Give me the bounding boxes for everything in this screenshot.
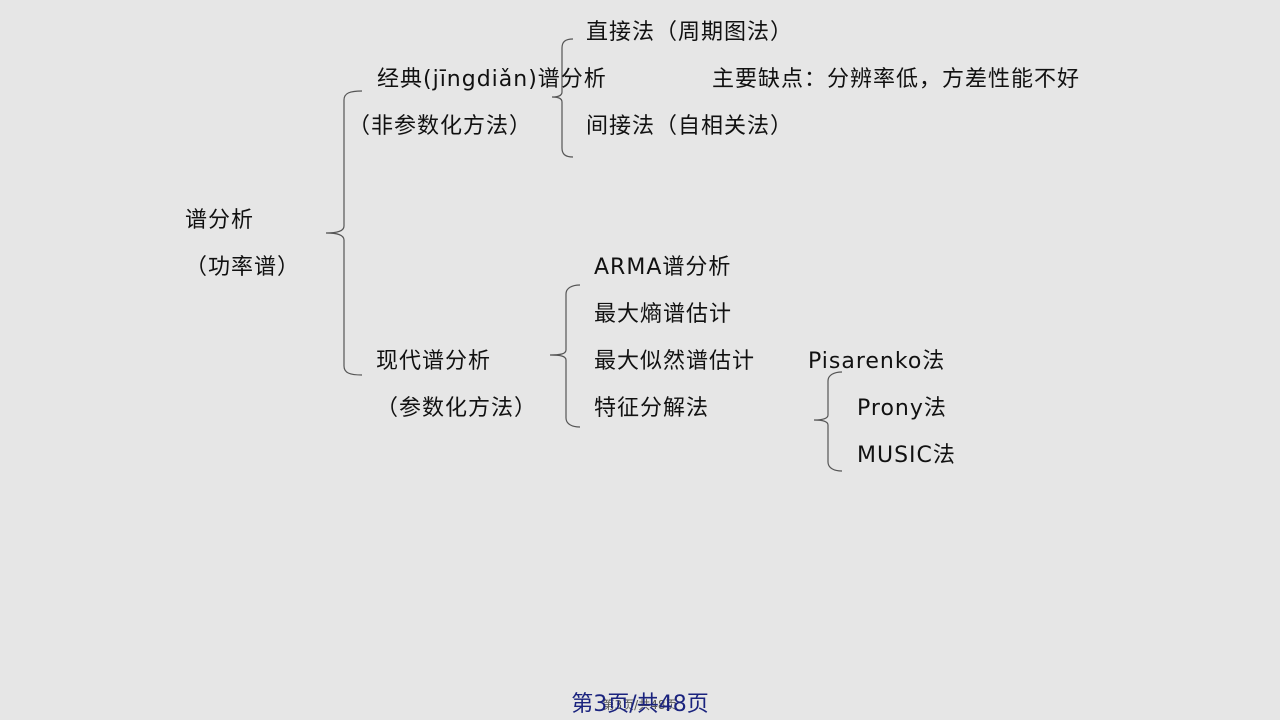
page-indicator: 第3页/共48页 第3页/共48页 [0, 692, 1280, 718]
max-likelihood-method: 最大似然谱估计 [594, 349, 756, 374]
root-label: 谱分析 [185, 208, 255, 233]
classical-bracket [551, 38, 574, 158]
root-sublabel: （功率谱） [185, 255, 301, 280]
modern-sublabel: （参数化方法） [376, 396, 538, 421]
direct-method: 直接法（周期图法） [586, 20, 794, 45]
max-entropy-method: 最大熵谱估计 [594, 302, 733, 327]
modern-bracket [549, 284, 581, 428]
indirect-method: 间接法（自相关法） [586, 114, 794, 139]
page-indicator-shadow: 第3页/共48页 [602, 698, 678, 712]
classical-sublabel: （非参数化方法） [348, 114, 533, 139]
classical-drawback: 主要缺点：分辨率低，方差性能不好 [712, 67, 1081, 92]
root-bracket [325, 90, 363, 376]
page-indicator-label: 第3页/共48页 [571, 692, 709, 717]
prony-method: Prony法 [857, 396, 947, 421]
music-method: MUSIC法 [857, 443, 956, 468]
arma-method: ARMA谱分析 [594, 255, 732, 280]
eigen-method: 特征分解法 [594, 396, 710, 421]
pisarenko-method: Pisarenko法 [808, 349, 946, 374]
eigen-bracket [813, 371, 843, 472]
modern-label: 现代谱分析 [376, 349, 492, 374]
classical-label: 经典(jīngdiǎn)谱分析 [377, 67, 607, 92]
